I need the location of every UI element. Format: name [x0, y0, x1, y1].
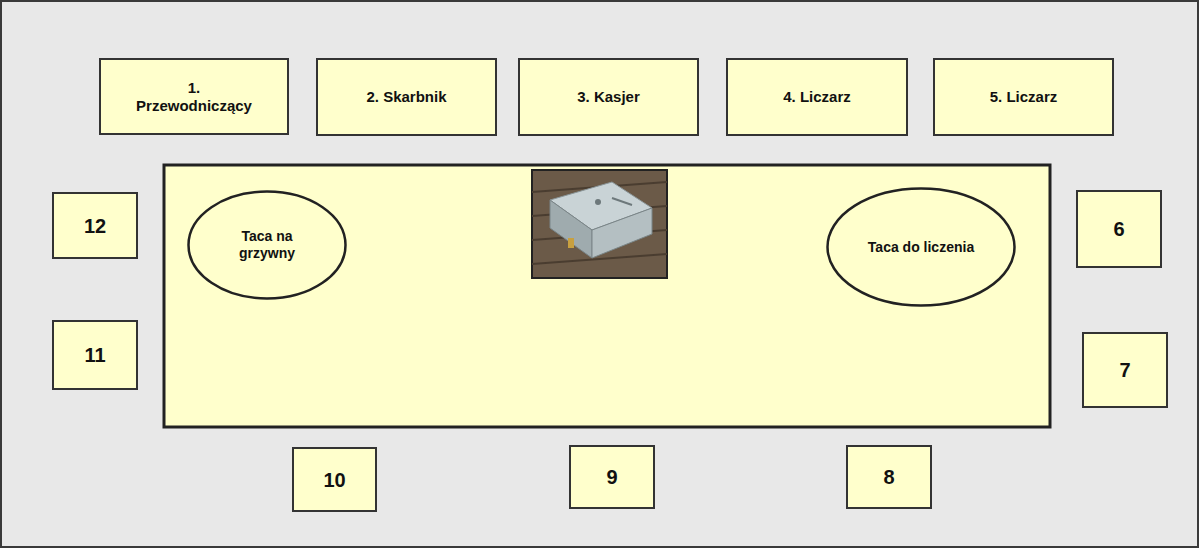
- seat-label: 6: [1113, 217, 1124, 241]
- seat-label: 11: [84, 343, 105, 367]
- seat-label: 12: [84, 214, 106, 238]
- tray-ellipse: Taca na grzywny: [187, 190, 347, 300]
- table: [164, 165, 1050, 427]
- seat-box-number: 12: [52, 192, 138, 259]
- seat-box-number: 9: [569, 445, 655, 509]
- seat-label: 8: [883, 465, 894, 489]
- seat-label: 2. Skarbnik: [366, 88, 446, 106]
- tray-outline: [189, 192, 346, 299]
- seat-box-role: 4. Liczarz: [726, 58, 908, 136]
- seat-box-chair: 1. Przewodniczący: [99, 58, 289, 135]
- seat-label: 7: [1119, 358, 1130, 382]
- seat-label: 3. Kasjer: [577, 88, 640, 106]
- seat-box-number: 10: [292, 447, 377, 512]
- tray-label: Taca do liczenia: [868, 239, 974, 256]
- tray-label: Taca na grzywny: [217, 228, 316, 262]
- seat-box-number: 6: [1076, 190, 1162, 268]
- seat-label: 4. Liczarz: [783, 88, 851, 106]
- seat-box-role: 2. Skarbnik: [316, 58, 497, 136]
- seat-box-role: 3. Kasjer: [518, 58, 699, 136]
- seat-label: 5. Liczarz: [990, 88, 1058, 106]
- seat-box-number: 8: [846, 445, 932, 509]
- seat-box-number: 11: [52, 320, 138, 390]
- seat-label: 10: [323, 468, 345, 492]
- seat-box-number: 7: [1082, 332, 1168, 408]
- seat-box-role: 5. Liczarz: [933, 58, 1114, 136]
- tray-outline: [828, 189, 1015, 306]
- seat-label: 1. Przewodniczący: [136, 79, 252, 115]
- seat-label: 9: [606, 465, 617, 489]
- cash-box-photo: [532, 170, 667, 278]
- tray-ellipse: Taca do liczenia: [826, 187, 1016, 307]
